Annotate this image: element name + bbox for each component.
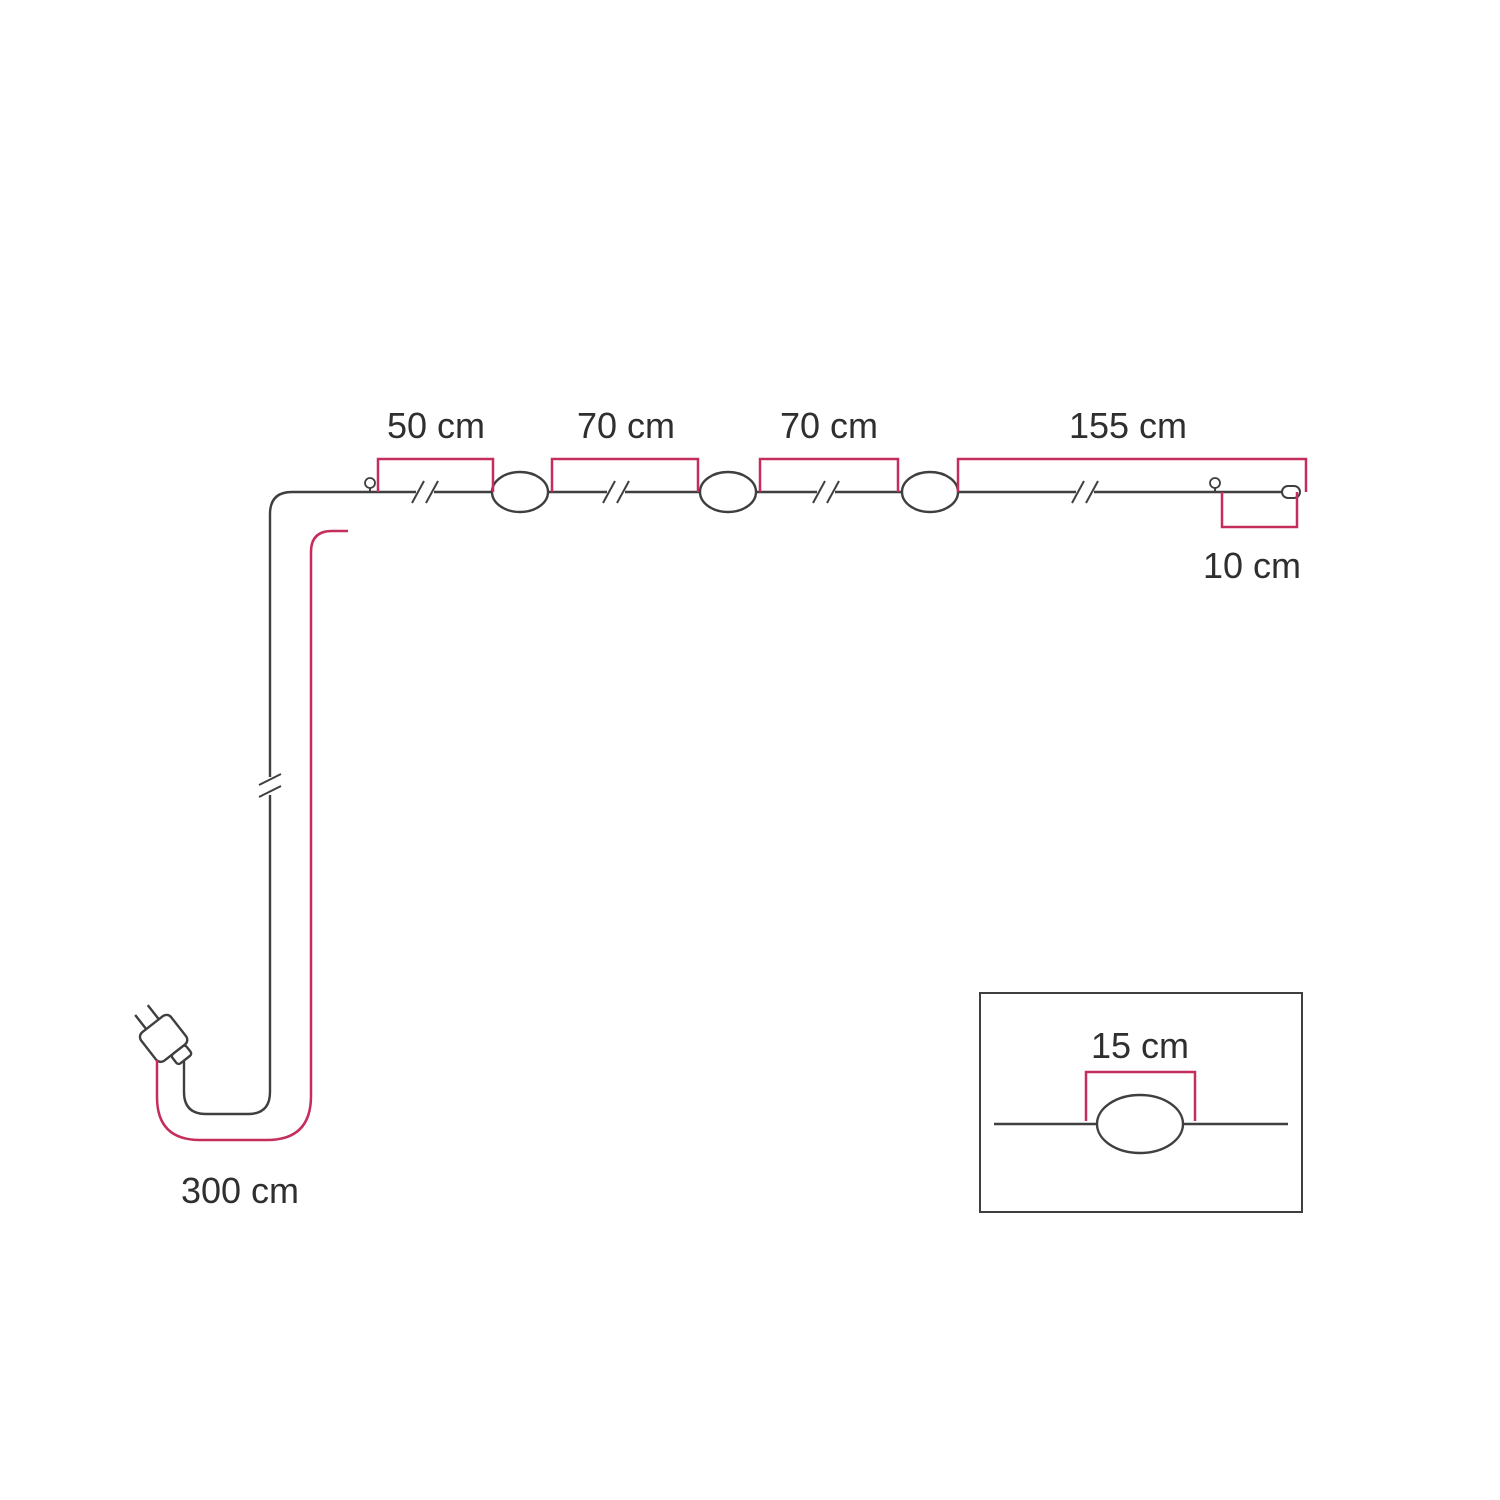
lampholder-oval-icon [490, 470, 550, 514]
main-cable-path [182, 490, 1286, 1116]
dimension-path-300cm [155, 529, 348, 1142]
cable-end-tip-icon [1281, 485, 1301, 499]
label-inset-15cm: 15 cm [1091, 1025, 1189, 1066]
dimension-bracket-15cm [1084, 1070, 1197, 1121]
label-segment-155cm: 155 cm [1069, 405, 1187, 446]
label-end-offset-10cm: 10 cm [1203, 545, 1301, 586]
label-power-cable-300cm: 300 cm [181, 1170, 299, 1211]
label-segment-70cm-a: 70 cm [577, 405, 675, 446]
lampholder-oval-icon [698, 470, 758, 514]
dimension-bracket-70cm-a [550, 457, 700, 492]
wall-screw-icon [364, 477, 376, 494]
cable-break-icon [256, 773, 284, 798]
dimension-bracket-70cm-b [758, 457, 900, 492]
label-segment-70cm-b: 70 cm [780, 405, 878, 446]
dimension-bracket-10cm [1220, 492, 1299, 529]
dimension-bracket-50cm [376, 457, 495, 492]
wall-screw-icon [1209, 477, 1221, 494]
inset-detail-box: 15 cm [979, 992, 1303, 1213]
lampholder-oval-icon [900, 470, 960, 514]
lampholder-oval-icon [1095, 1093, 1185, 1155]
dimension-bracket-155cm [956, 457, 1308, 492]
label-segment-50cm: 50 cm [387, 405, 485, 446]
power-plug-icon [134, 1004, 193, 1066]
